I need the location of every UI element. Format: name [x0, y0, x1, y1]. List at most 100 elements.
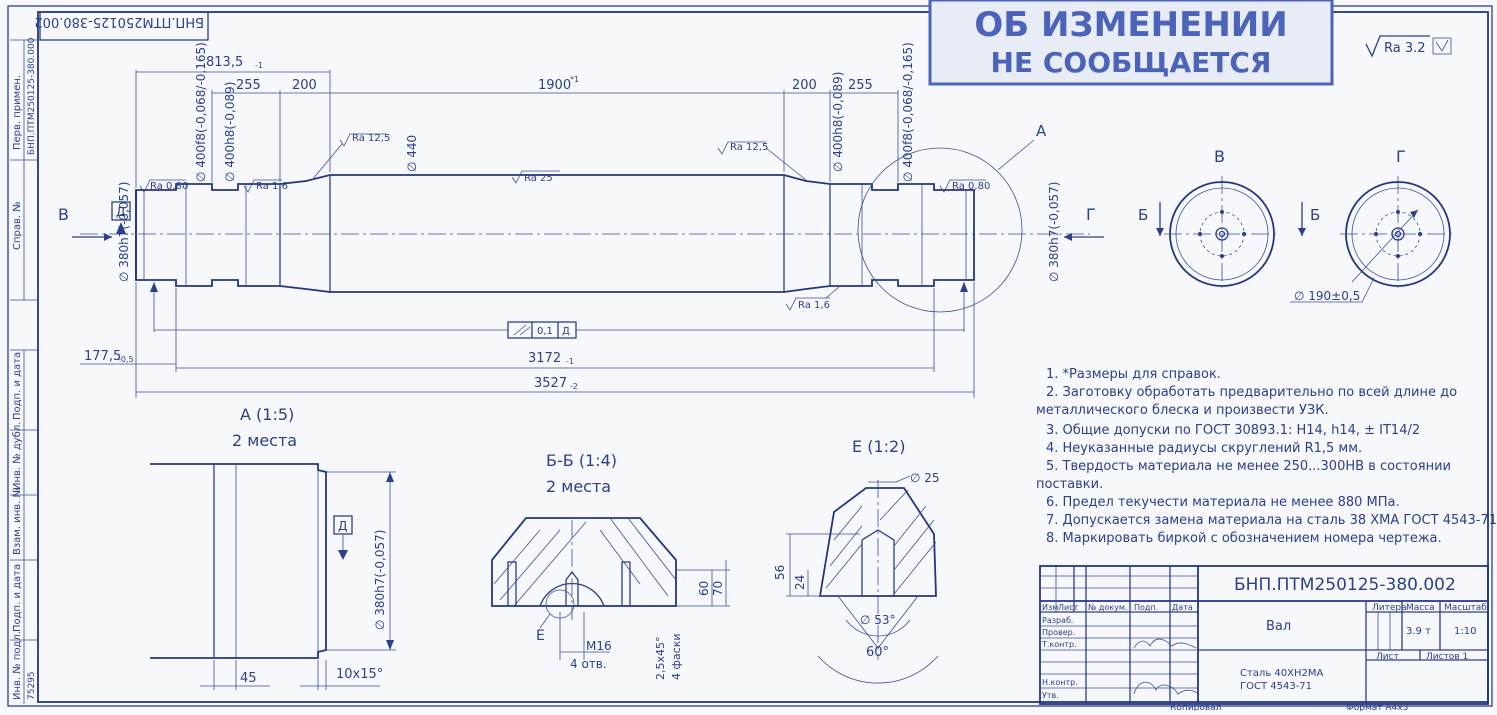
callout-a: А [1036, 122, 1047, 140]
dim-200-right: 200 [792, 78, 817, 93]
svg-text:-0,5: -0,5 [118, 355, 134, 364]
dim-3527: 3527 [534, 376, 567, 391]
title-block: БНП.ПТМ250125-380.002 Вал Сталь 40ХН2МА … [1039, 565, 1489, 713]
r-prover: Провер. [1042, 628, 1075, 637]
technical-notes: 1. *Размеры для справок. 2. Заготовку об… [1036, 367, 1497, 546]
dim-813: 813,5 [206, 55, 243, 70]
material-line2: ГОСТ 4543-71 [1240, 681, 1312, 692]
r-nkontr: Н.контр. [1042, 678, 1078, 687]
sheet-label: Лист [1376, 652, 1399, 662]
code-box-rotated: БНП.ПТМ250125-380.002 [34, 11, 209, 41]
section-bb-dim60: 60 [697, 581, 711, 596]
detail-a-datum: Д [338, 519, 347, 533]
note-8: 8. Маркировать биркой с обозначением ном… [1046, 531, 1442, 546]
dim-3172: 3172 [528, 351, 561, 366]
format-label: Формат А4х3 [1346, 703, 1408, 711]
note-5: 5. Твердость материала не менее 250...30… [1046, 459, 1451, 474]
note-3: 3. Общие допуски по ГОСТ 30893.1: H14, h… [1046, 423, 1420, 438]
detail-a-subtitle: 2 места [232, 431, 297, 450]
ref-no-label: Справ. № [12, 201, 23, 250]
section-bb-chamfer-note: 4 фаски [670, 634, 683, 680]
r-utv: Утв. [1042, 691, 1059, 700]
detail-e-dim56: 56 [773, 565, 787, 580]
svg-text:-2: -2 [570, 382, 578, 391]
ra-16-right: Ra 1,6 [798, 300, 830, 311]
datum-box [111, 201, 131, 221]
detail-e: Е (1:2) ∅ 25 56 24 ∅ 53° 60° [773, 437, 940, 684]
diam-440: ∅ 440 [405, 135, 419, 172]
section-bb-title: Б-Б (1:4) [546, 451, 617, 470]
orig-inv-label: Инв. № подл. [12, 631, 23, 700]
h-izm: Изм [1042, 603, 1058, 612]
note-1: 1. *Размеры для справок. [1046, 367, 1221, 382]
dim-255-left: 255 [236, 78, 261, 93]
signature-1 [1133, 638, 1197, 649]
note-6: 6. Предел текучести материала не менее 8… [1046, 495, 1400, 510]
diam-190: ∅ 190±0,5 [1294, 289, 1360, 303]
material-line1: Сталь 40ХН2МА [1240, 668, 1323, 679]
sheet-frame [7, 5, 1493, 707]
detail-a-title: А (1:5) [240, 405, 294, 424]
left-strip: Перв. примен. БНП.ПТМ250125-380.000 Спра… [10, 37, 38, 704]
end-view-b: В Б Б [1138, 147, 1320, 292]
note-7: 7. Допускается замена материала на сталь… [1046, 513, 1497, 528]
scale-value: 1:10 [1454, 626, 1476, 637]
h-list: Лист [1058, 603, 1079, 612]
runout-frame [507, 321, 577, 339]
sign-date-label: Подп. и дата [12, 352, 23, 420]
view-label-left: В [58, 205, 69, 224]
diam-380-right: ∅ 380h7(-0,057) [1047, 182, 1061, 282]
ra-125-left: Ra 12,5 [352, 133, 390, 144]
replace-inv-label: Взам. инв. № [12, 487, 23, 555]
note-4: 4. Неуказанные радиусы скруглений R1,5 м… [1046, 441, 1362, 456]
ra-125-right: Ra 12,5 [730, 142, 768, 153]
svg-text:-1: -1 [566, 357, 574, 366]
detail-e-angle53: ∅ 53° [860, 613, 896, 627]
diam-400h8-right: ∅ 400h8(-0,089) [831, 72, 845, 172]
first-use-label: Перв. примен. [12, 75, 23, 150]
ra-080-right: Ra 0,80 [952, 181, 990, 192]
detail-e-angle60: 60° [866, 645, 889, 660]
signature-2 [1133, 681, 1199, 695]
section-bb-chamfer: 2,5х45° [654, 636, 667, 680]
dim-255-right: 255 [848, 78, 873, 93]
ra-25: Ra 25 [524, 173, 553, 184]
section-bb: Б-Б (1:4) 2 места 60 70 М16 4 отв. 2,5х4… [491, 451, 730, 680]
mass-value: 3.9 т [1406, 626, 1431, 637]
end-view-b-label: В [1214, 147, 1225, 166]
diam-400f8-right: ∅ 400f8(-0,068/-0,165) [901, 42, 915, 182]
stamp-line1: ОБ ИЗМЕНЕНИИ [974, 5, 1287, 45]
datum-label: Д [116, 205, 125, 219]
note-2: 2. Заготовку обработать предварительно п… [1046, 385, 1457, 400]
end-view-g-label: Г [1396, 147, 1406, 166]
view-label-right: Г [1086, 205, 1096, 224]
col-scale: Масштаб [1444, 603, 1487, 613]
runout-value: 0,1 [537, 326, 553, 337]
global-roughness-value: Ra 3.2 [1384, 41, 1426, 56]
runout-datum: Д [562, 326, 570, 337]
dim-200-left: 200 [292, 78, 317, 93]
sheets-label: Листов 1 [1426, 652, 1468, 662]
first-use-value: БНП.ПТМ250125-380.000 [27, 37, 37, 155]
detail-a-dim45: 45 [240, 671, 257, 686]
dim-1900: 1900 [538, 78, 571, 93]
detail-a-diam: ∅ 380h7(-0,057) [373, 530, 387, 630]
end-view-g: Г ∅ 190±0,5 [1290, 147, 1456, 303]
svg-text:*1: *1 [570, 75, 579, 84]
detail-a-chamfer: 10x15° [336, 667, 383, 682]
dim-177: 177,5 [84, 349, 121, 364]
r-tkontr: Т.контр. [1041, 640, 1077, 649]
diam-380-left: ∅ 380h7(-0,057) [117, 182, 131, 282]
drawing-frame [37, 11, 1489, 703]
section-mark-right: Б [1310, 206, 1320, 224]
main-shaft-view: А В Г Д 813,5 -1 255 200 1900 *1 200 255 [58, 42, 1104, 398]
orig-inv-value: 75295 [27, 671, 37, 700]
col-litera: Литера [1372, 603, 1407, 613]
detail-a: А (1:5) 2 места ∅ 380h7(-0,057) Д 45 10x… [150, 405, 396, 690]
col-mass: Масса [1406, 603, 1435, 613]
global-roughness: Ra 3.2 [1365, 35, 1452, 58]
drawing-code-rotated: БНП.ПТМ250125-380.002 [34, 14, 204, 29]
shaft-outline [135, 174, 975, 293]
section-mark-left: Б [1138, 206, 1148, 224]
